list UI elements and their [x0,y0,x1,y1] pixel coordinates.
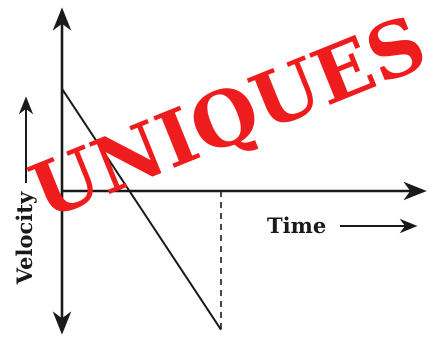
y-axis-label: Velocity [12,191,37,285]
watermark-text: UNIQUES [18,0,429,237]
velocity-series-line [61,88,222,331]
x-axis-label: Time [267,213,326,238]
